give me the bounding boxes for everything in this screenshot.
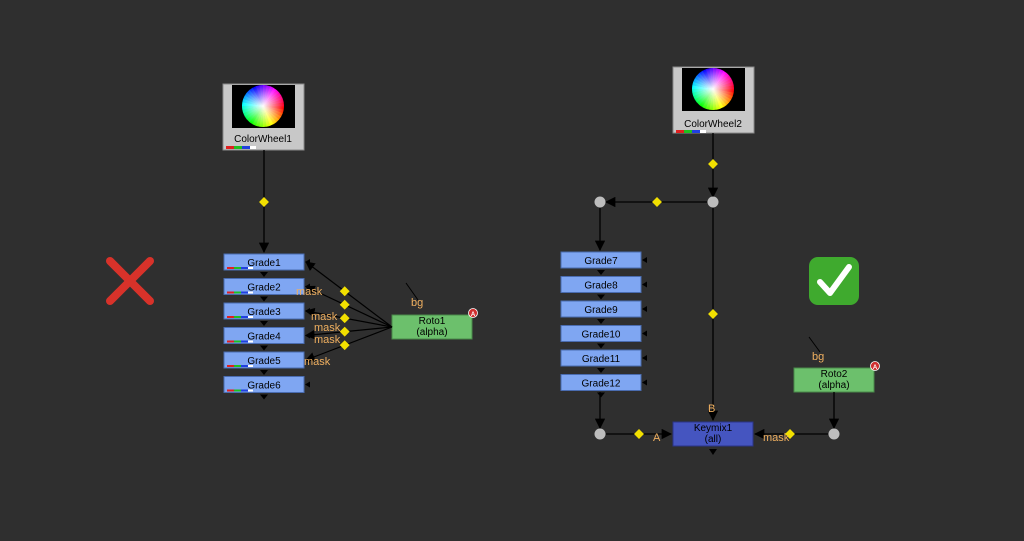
check-mark-icon xyxy=(809,257,859,305)
mask-label: mask xyxy=(311,311,338,323)
mask-wire[interactable] xyxy=(305,285,393,328)
wire-handle[interactable] xyxy=(259,197,269,207)
grade-label: Grade11 xyxy=(582,354,621,365)
dot-node[interactable] xyxy=(828,428,840,440)
roto1-label: Roto1 xyxy=(419,316,446,327)
right-graph: ColorWheel2 Grade7Grade8Grade9Grade10Gra… xyxy=(560,66,880,455)
grade-label: Grade8 xyxy=(584,281,618,292)
grade-label: Grade7 xyxy=(584,256,618,267)
colorwheel2-node[interactable]: ColorWheel2 xyxy=(672,66,755,134)
grade-label: Grade2 xyxy=(247,283,281,294)
grade-label: Grade12 xyxy=(582,379,621,390)
dot-node[interactable] xyxy=(594,196,606,208)
wire-handle[interactable] xyxy=(339,313,350,324)
roto2-channel: (alpha) xyxy=(818,380,849,391)
grade-node[interactable]: Grade3 xyxy=(223,302,305,320)
roto2-badge: A xyxy=(873,365,878,371)
grade-node[interactable]: Grade1 xyxy=(223,253,305,271)
keymix-mask-label: mask xyxy=(763,432,790,444)
mask-wire[interactable] xyxy=(305,307,393,328)
grade-label: Grade6 xyxy=(247,381,281,392)
colorwheel1-label: ColorWheel1 xyxy=(234,134,292,145)
grade-label: Grade5 xyxy=(247,356,281,367)
roto2-bg-label: bg xyxy=(812,351,824,363)
colorwheel2-label: ColorWheel2 xyxy=(684,119,742,130)
grade-label: Grade10 xyxy=(582,330,621,341)
cross-mark-icon xyxy=(106,257,154,305)
grade-label: Grade1 xyxy=(247,258,281,269)
dot-node[interactable] xyxy=(594,428,606,440)
mask-label: mask xyxy=(304,356,331,368)
roto1-badge: A xyxy=(471,312,476,318)
grade-node[interactable]: Grade5 xyxy=(223,351,305,369)
grade-label: Grade3 xyxy=(247,307,281,318)
left-graph: ColorWheel1 Grade1Grade2Grade3Grade4Grad… xyxy=(106,83,478,400)
grade-node[interactable]: Grade9 xyxy=(560,300,642,318)
roto1-bg-label: bg xyxy=(411,297,423,309)
grade-label: Grade9 xyxy=(584,305,618,316)
mask-wire[interactable] xyxy=(305,261,393,328)
roto2-node[interactable]: Roto2 (alpha) A xyxy=(793,361,880,393)
keymix1-channel: (all) xyxy=(705,434,722,445)
grade-node[interactable]: Grade7 xyxy=(560,251,642,269)
wire-handle[interactable] xyxy=(785,429,795,439)
grade-node[interactable]: Grade2 xyxy=(223,278,305,295)
colorwheel1-node[interactable]: ColorWheel1 xyxy=(222,83,305,151)
roto2-label: Roto2 xyxy=(821,369,848,380)
wire-handle[interactable] xyxy=(339,299,350,310)
keymix1-label: Keymix1 xyxy=(694,423,733,434)
color-wheel-thumbnail xyxy=(242,85,284,128)
color-wheel-thumbnail xyxy=(692,68,734,111)
wire-handle[interactable] xyxy=(708,309,718,319)
grade-node[interactable]: Grade10 xyxy=(560,325,642,342)
roto1-channel: (alpha) xyxy=(416,327,447,338)
mask-label: mask xyxy=(314,334,341,346)
wire-handle[interactable] xyxy=(339,340,350,351)
mask-wire[interactable] xyxy=(305,326,393,362)
grade-node[interactable]: Grade4 xyxy=(223,327,305,344)
wire-handle[interactable] xyxy=(339,286,350,297)
wire-handle[interactable] xyxy=(634,429,644,439)
grade-node[interactable]: Grade11 xyxy=(560,349,642,367)
grade-label: Grade4 xyxy=(247,332,281,343)
grade-node[interactable]: Grade8 xyxy=(560,276,642,293)
wire-handle[interactable] xyxy=(708,159,718,169)
keymix-input-b-label: B xyxy=(708,403,715,415)
grade-node[interactable]: Grade12 xyxy=(560,374,642,391)
grade-node[interactable]: Grade6 xyxy=(223,376,305,393)
mask-label: mask xyxy=(314,322,341,334)
roto1-node[interactable]: Roto1 (alpha) A xyxy=(391,308,478,340)
dot-node[interactable] xyxy=(707,196,719,208)
mask-label: mask xyxy=(296,286,323,298)
wire-handle[interactable] xyxy=(652,197,662,207)
wire-handle[interactable] xyxy=(339,326,350,337)
keymix1-node[interactable]: Keymix1 (all) xyxy=(672,421,754,447)
keymix-input-a-label: A xyxy=(653,432,661,444)
